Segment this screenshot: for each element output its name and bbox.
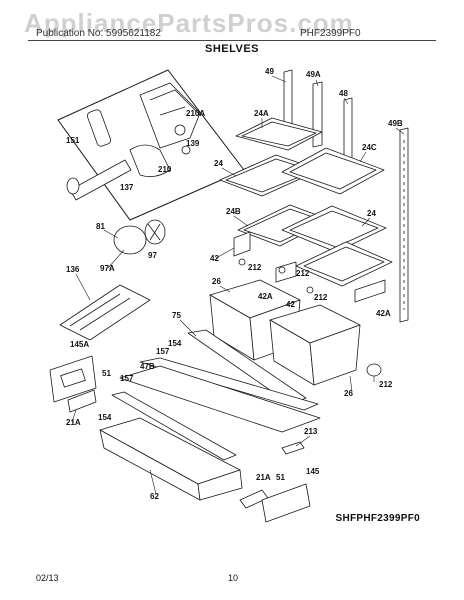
roller-212 [366,363,382,377]
callout-49: 49 [265,67,274,76]
callout-212-c: 212 [314,293,328,302]
callout-157-lower: 157 [120,374,134,383]
shelf-rail-49a [312,81,323,148]
callout-145: 145 [306,467,320,476]
callout-24c: 24C [362,143,377,152]
callout-81: 81 [96,222,105,231]
screw-212-a [238,258,246,266]
footer-date: 02/13 [36,573,59,583]
callout-42-lower: 42 [286,300,295,309]
title-rule [28,40,436,41]
callout-24-right: 24 [367,209,376,218]
callout-212-b: 212 [296,269,310,278]
callout-75: 75 [172,311,181,320]
trim-145a [49,355,97,403]
publication-number: Publication No: 5995621182 [36,28,161,39]
callout-62: 62 [150,492,159,501]
callout-21a: 21A [66,418,81,427]
trim-145 [261,483,311,523]
shelf-rail-49b [399,127,409,323]
callout-212-d: 212 [379,380,393,389]
shelf-bracket-42a [275,261,297,283]
callout-24b: 24B [226,207,241,216]
callout-26-left: 26 [212,277,221,286]
callout-24a: 24A [254,109,269,118]
pan-cover-154 [111,391,237,461]
footer-page: 10 [228,573,239,583]
clip-213 [281,441,305,455]
callout-51-lower: 51 [276,473,285,482]
glass-shelf-24b-right [295,241,393,287]
pantry-drawer-62 [99,417,243,501]
model-number: PHF2399PF0 [300,28,361,39]
diagram-code: SHFPHF2399PF0 [335,513,420,524]
glass-insert-47b [119,365,321,433]
callout-24-upper: 24 [214,159,223,168]
section-title: SHELVES [204,43,260,55]
callout-136: 136 [66,265,80,274]
callout-151: 151 [66,136,80,145]
trim-51-left [67,389,97,413]
callout-26-right: 26 [344,389,353,398]
callout-labels: 49 49A 24A 48 49B 24C 24 24 24B 210A 151… [66,67,403,501]
callout-47b: 47B [140,362,155,371]
screw-212-c [306,286,314,294]
callout-157: 157 [156,347,170,356]
leader-lines [71,75,405,495]
shelf-bracket-42-left [233,231,251,257]
callout-42a: 42A [258,292,273,301]
callout-145a: 145A [70,340,89,349]
crisper-cover-154 [139,329,319,411]
callout-97a: 97A [100,264,115,273]
watermark: AppliancePartsPros.com [24,8,354,38]
callout-210: 210 [158,165,172,174]
crisper-drawer-26-right [269,304,361,386]
callout-49b: 49B [388,119,403,128]
callout-42: 42 [210,254,219,263]
callout-212-a: 212 [248,263,262,272]
screw-212-b [278,266,286,274]
callout-97: 97 [148,251,157,260]
callout-154-lower: 154 [98,413,112,422]
callout-49a: 49A [306,70,321,79]
glass-shelf-24a [235,117,323,151]
ice-maker-fan-97 [113,219,166,255]
callout-139: 139 [186,139,200,148]
shelf-bracket-42a-right [354,279,386,303]
glass-shelf-24c [281,147,385,195]
glass-shelf-24-right [281,205,387,253]
callout-21a-lower: 21A [256,473,271,482]
callout-48: 48 [339,89,348,98]
callout-210a: 210A [186,109,205,118]
callout-213: 213 [304,427,318,436]
tray-handle-136 [59,284,151,341]
water-filter-inset [57,69,245,221]
callout-154: 154 [168,339,182,348]
callout-137: 137 [120,183,134,192]
shelf-rail-48 [343,97,353,163]
callout-51: 51 [102,369,111,378]
callout-42a-right: 42A [376,309,391,318]
